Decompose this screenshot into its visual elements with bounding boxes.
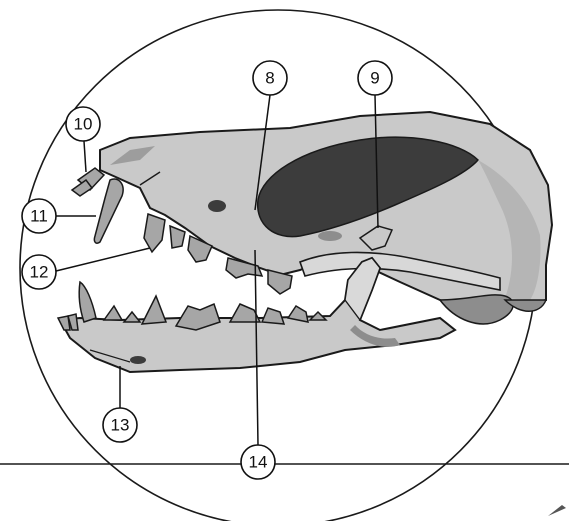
callout-8-label: 8 (265, 69, 274, 88)
lower-premolar (142, 296, 166, 324)
callout-14-label: 14 (249, 453, 268, 472)
small-foramen (318, 231, 342, 241)
cranium (100, 112, 552, 324)
upper-canine (94, 179, 123, 243)
callout-12-label: 12 (30, 263, 49, 282)
callout-9: 9 (358, 61, 392, 95)
infraorbital-foramen (208, 200, 226, 212)
lower-premolar (104, 306, 122, 320)
callout-12: 12 (22, 255, 56, 289)
callout-10-label: 10 (74, 115, 93, 134)
callout-10: 10 (66, 107, 100, 141)
leader-12 (56, 248, 150, 271)
callout-9-label: 9 (370, 69, 379, 88)
callout-11: 11 (22, 199, 56, 233)
upper-premolar (144, 214, 165, 252)
callout-14: 14 (241, 445, 275, 479)
mental-foramen (130, 356, 146, 364)
upper-premolar (170, 226, 185, 248)
tympanic-bulla (440, 295, 513, 324)
leader-10 (84, 141, 86, 172)
callout-11-label: 11 (30, 207, 48, 226)
lower-canine (79, 282, 96, 322)
callout-8: 8 (253, 61, 287, 95)
corner-mark (548, 505, 566, 516)
callout-13-label: 13 (111, 416, 130, 435)
lower-premolar (124, 312, 140, 322)
callout-13: 13 (103, 408, 137, 442)
lower-molar (262, 308, 284, 324)
